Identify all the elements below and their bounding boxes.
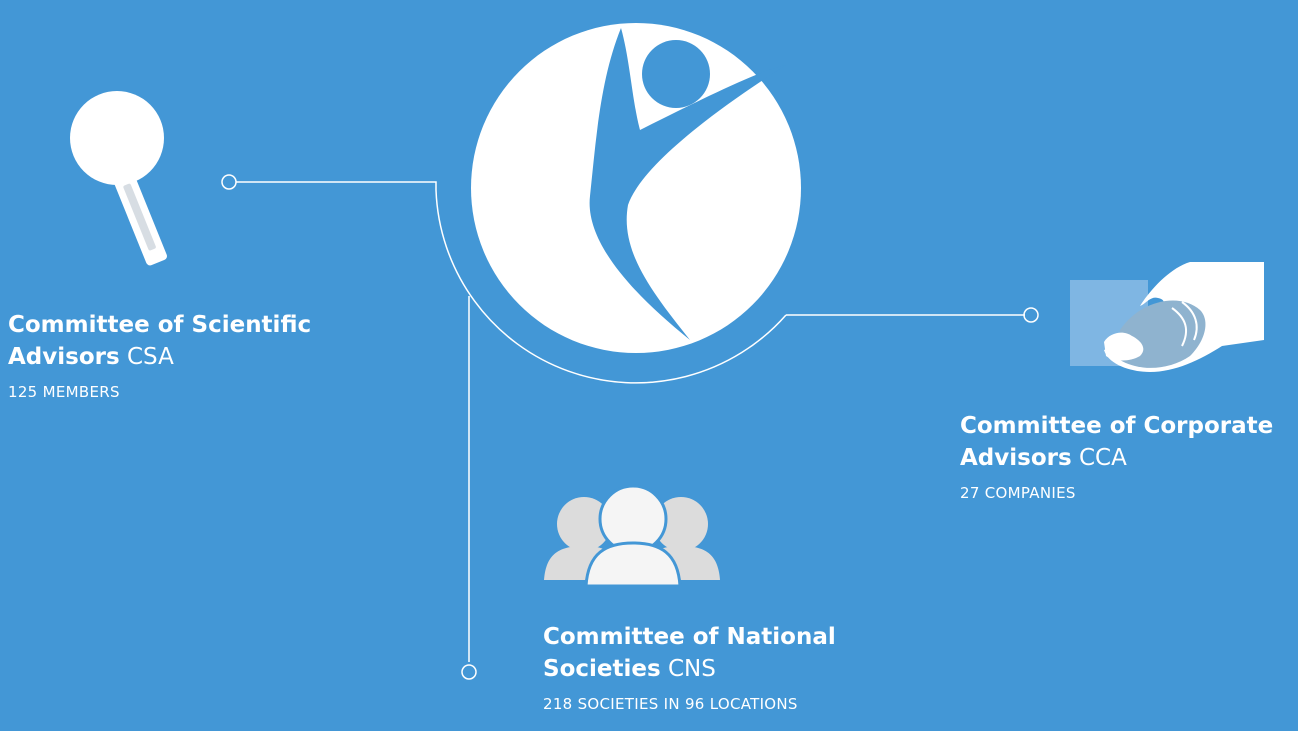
connector-nodes	[221, 174, 1039, 680]
committee-cns: Committee of National Societies CNS 218 …	[543, 621, 903, 713]
committee-cca-name-line2: Advisors	[960, 445, 1072, 471]
committee-csa: Committee of Scientific Advisors CSA 125…	[8, 309, 358, 401]
handshake-icon	[1070, 262, 1264, 372]
node-cca	[1023, 307, 1039, 323]
committee-csa-title: Committee of Scientific Advisors CSA	[8, 309, 358, 373]
node-csa	[221, 174, 237, 190]
connector-lines	[236, 181, 1025, 662]
node-cns	[461, 664, 477, 680]
committee-cns-name-line2: Societies	[543, 656, 661, 682]
people-group-icon	[544, 484, 720, 588]
committee-cns-count: 218 SOCIETIES IN 96 LOCATIONS	[543, 695, 798, 713]
committee-cns-title: Committee of National Societies CNS	[543, 621, 903, 685]
connector-csa	[236, 181, 437, 190]
committee-cca-title: Committee of Corporate Advisors CCA	[960, 410, 1298, 474]
committee-cns-name-line1: Committee of National	[543, 624, 836, 650]
committee-cca: Committee of Corporate Advisors CCA 27 C…	[960, 410, 1298, 502]
committee-csa-name-line2: Advisors	[8, 344, 120, 370]
committee-csa-abbr: CSA	[126, 344, 174, 370]
committee-csa-name-line1: Committee of Scientific	[8, 312, 312, 338]
committee-cns-abbr: CNS	[667, 656, 716, 682]
committee-csa-count: 125 MEMBERS	[8, 383, 120, 401]
human-figure-logo	[471, 23, 801, 353]
logo-arc	[435, 189, 787, 384]
committee-cca-count: 27 COMPANIES	[960, 484, 1076, 502]
committee-cca-abbr: CCA	[1078, 445, 1127, 471]
magnifying-glass-icon	[70, 91, 167, 266]
committee-cca-name-line1: Committee of Corporate	[960, 413, 1274, 439]
